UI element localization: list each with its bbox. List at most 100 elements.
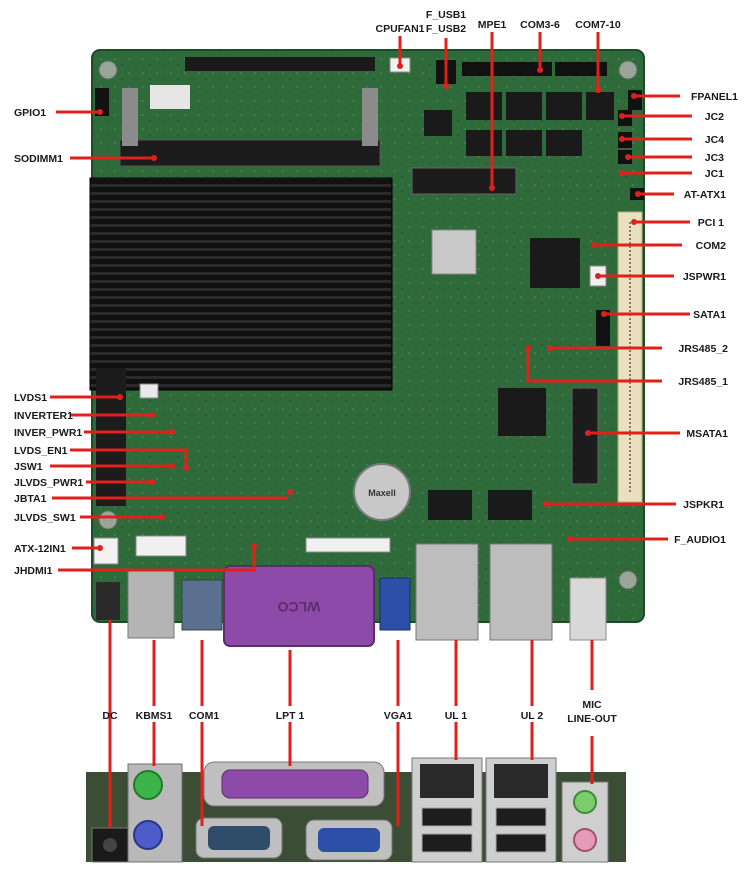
- label-com2: COM2: [696, 240, 726, 252]
- label-lvds-en1: LVDS_EN1: [14, 445, 68, 457]
- label-jrs485-1: JRS485_1: [678, 376, 728, 388]
- leader-dot: [183, 465, 189, 471]
- com3-6-header: [462, 62, 552, 76]
- mounting-hole: [618, 60, 638, 80]
- label-sata1: SATA1: [693, 309, 726, 321]
- leader-dot: [97, 109, 103, 115]
- leader-dot: [595, 273, 601, 279]
- mic-jack: [573, 828, 597, 852]
- audio-jack-top: [569, 577, 607, 641]
- label-jc4: JC4: [705, 134, 724, 146]
- label-mpe1: MPE1: [478, 19, 507, 31]
- label-line-out: LINE-OUT: [567, 713, 617, 725]
- hdmi-header: [135, 535, 187, 557]
- mounting-hole: [618, 570, 638, 590]
- label-com7-10: COM7-10: [575, 19, 621, 31]
- label-kbms1: KBMS1: [136, 710, 173, 722]
- label-mic: MIC: [582, 699, 602, 711]
- usb-port: [495, 807, 547, 827]
- cpu-heatsink: [89, 177, 393, 391]
- leader-dot: [443, 83, 449, 89]
- lvds-header: [96, 368, 126, 506]
- label-jbta1: JBTA1: [14, 493, 47, 505]
- lan-port: [494, 764, 548, 798]
- chip: [546, 92, 582, 120]
- sodimm-slot-clip: [362, 88, 378, 146]
- lan-chip: [488, 490, 532, 520]
- leader-jhdmi1: [58, 548, 256, 572]
- label-jspwr1: JSPWR1: [683, 271, 726, 283]
- chip: [506, 92, 542, 120]
- leader-lines: [50, 32, 692, 828]
- leader-dot: [151, 155, 157, 161]
- long-header: [305, 537, 391, 553]
- leader-dot: [149, 479, 155, 485]
- label-msata1: MSATA1: [686, 428, 728, 440]
- chip: [506, 130, 542, 156]
- leader-dot: [547, 345, 553, 351]
- label-gpio1: GPIO1: [14, 107, 46, 119]
- leader-dot: [619, 170, 625, 176]
- leader-dot: [117, 394, 123, 400]
- parallel-port-print: WLCO: [278, 599, 321, 615]
- usb-port: [495, 833, 547, 853]
- chip: [466, 130, 502, 156]
- com7-10-header: [555, 62, 607, 76]
- dc-jack-hole: [103, 838, 117, 852]
- leader-dot: [149, 412, 155, 418]
- label-jhdmi1: JHDMI1: [14, 565, 53, 577]
- barcode-sticker: [150, 85, 190, 109]
- label-jc3: JC3: [705, 152, 724, 164]
- leader-dot: [397, 63, 403, 69]
- fpanel-header: [628, 90, 642, 110]
- pci-slot: [617, 211, 643, 503]
- cmos-battery: [353, 463, 411, 521]
- top-connector: [185, 57, 375, 71]
- com1-port-top: [181, 579, 223, 631]
- chip: [546, 130, 582, 156]
- leader-dot: [567, 536, 573, 542]
- leader-dot: [635, 191, 641, 197]
- msata-slot: [571, 387, 599, 485]
- lan-chip: [428, 490, 472, 520]
- chip: [586, 92, 614, 120]
- leader-dot: [631, 219, 637, 225]
- labels: CPUFAN1 F_USB1 F_USB2 MPE1 COM3-6 COM7-1…: [14, 9, 738, 725]
- label-lpt1: LPT 1: [276, 710, 305, 722]
- leader-dot: [537, 67, 543, 73]
- lan-port: [420, 764, 474, 798]
- label-f-audio1: F_AUDIO1: [674, 534, 726, 546]
- sata-connector: [596, 310, 610, 346]
- leader-dot: [169, 429, 175, 435]
- inverter-header: [139, 383, 159, 399]
- label-jc1: JC1: [705, 168, 724, 180]
- ps2-mouse-port: [133, 770, 163, 800]
- usb-port: [421, 833, 473, 853]
- chipset: [498, 388, 546, 436]
- leader-dot: [169, 463, 175, 469]
- label-fpanel1: FPANEL1: [691, 91, 738, 103]
- label-inver-pwr1: INVER_PWR1: [14, 427, 82, 439]
- label-pci1: PCI 1: [698, 217, 724, 229]
- battery-brand: Maxell: [368, 488, 396, 498]
- label-jspkr1: JSPKR1: [683, 499, 724, 511]
- vga-port-top: [379, 577, 411, 631]
- leader-dot: [585, 430, 591, 436]
- parallel-port-top: [223, 565, 375, 647]
- label-lvds1: LVDS1: [14, 392, 47, 404]
- sim-holder: [431, 229, 477, 275]
- mpe-slot: [411, 167, 517, 195]
- serial-port-socket: [208, 826, 270, 850]
- leader-dot: [525, 345, 531, 351]
- label-jc2: JC2: [705, 111, 724, 123]
- label-jlvds-pwr1: JLVDS_PWR1: [14, 477, 83, 489]
- leader-dot: [159, 514, 165, 520]
- usb-lan-stack-top: [415, 543, 479, 641]
- label-jlvds-sw1: JLVDS_SW1: [14, 512, 76, 524]
- dc-jack-top: [96, 582, 120, 620]
- leader-dot: [287, 489, 293, 495]
- leader-dot: [97, 545, 103, 551]
- vga-port-socket: [318, 828, 380, 852]
- leader-jrs485-1: [526, 350, 662, 383]
